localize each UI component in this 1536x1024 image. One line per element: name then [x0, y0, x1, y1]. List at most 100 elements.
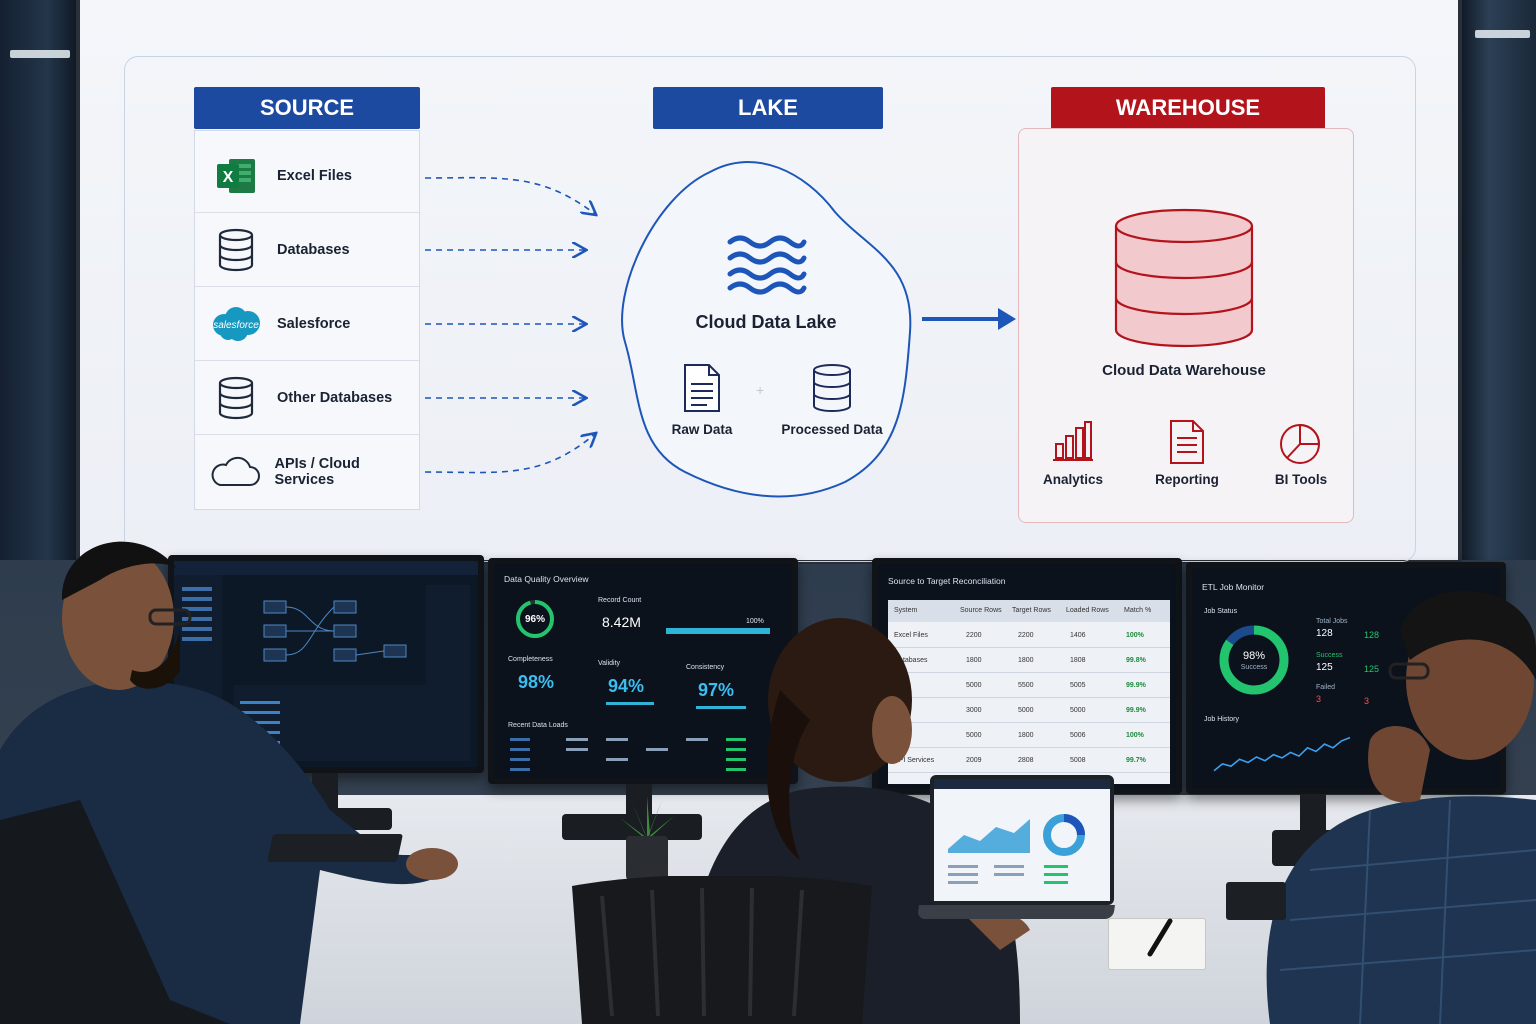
failed-b: 3 [1364, 696, 1370, 706]
recent-loads-table [510, 738, 746, 771]
warehouse-header: WAREHOUSE [1051, 87, 1325, 129]
validity-label: Validity [598, 660, 621, 667]
keyboard-right [1226, 882, 1286, 920]
etl-title: ETL Job Monitor [1202, 582, 1265, 592]
analytics-label: Analytics [1042, 472, 1104, 487]
source-to-lake-arrows [424, 176, 610, 474]
recon-cell: 1800 [1018, 732, 1034, 739]
analytics-icon [1053, 421, 1093, 461]
recon-cell: 99.9% [1126, 682, 1146, 689]
person-right [1266, 590, 1536, 1024]
recon-cell: 5008 [1070, 757, 1086, 764]
recon-cell: 5005 [1070, 682, 1086, 689]
recon-cell: 99.7% [1126, 757, 1146, 764]
consistency-label: Consistency [686, 664, 725, 671]
recon-col-header: System [894, 607, 918, 614]
svg-text:X: X [223, 169, 234, 186]
processed-data-icon [813, 364, 851, 412]
lake-header: LAKE [653, 87, 883, 129]
salesforce-logo-text: salesforce [213, 320, 259, 331]
laptop-base [917, 905, 1115, 919]
recon-cell: Databases [894, 657, 928, 664]
recon-col-header: Match % [1124, 607, 1152, 614]
source-label: APIs / Cloud Services [274, 456, 360, 488]
job-status-ring [1219, 625, 1289, 695]
consistency-bar [696, 706, 746, 709]
source-list: X Excel Files Databases [194, 130, 420, 510]
recon-title: Source to Target Reconciliation [888, 576, 1006, 586]
succ-b: 125 [1364, 664, 1380, 674]
total-jobs-label: Total Jobs [1316, 618, 1348, 625]
total-jobs-a: 128 [1316, 628, 1333, 639]
validity-bar [606, 702, 654, 705]
recon-cell: 3000 [966, 707, 982, 714]
data-lake-shape [621, 161, 912, 498]
source-item-databases: Databases [195, 213, 419, 287]
job-history-line [1213, 736, 1351, 772]
record-count: 8.42M [602, 614, 641, 630]
recon-cell: 2009 [966, 757, 982, 764]
recon-col-header: Loaded Rows [1066, 607, 1109, 614]
completeness-value: 98% [518, 672, 555, 692]
recent-loads-label: Recent Data Loads [508, 722, 568, 729]
recon-row: 3000 5000 5000 99.9% [888, 699, 1170, 723]
plus-sign: + [756, 382, 765, 398]
recon-cell: 5000 [966, 682, 982, 689]
source-label: Other Databases [277, 389, 393, 406]
monitor-pipeline [168, 555, 484, 773]
recon-cell: 5000 [1018, 707, 1034, 714]
bi-tools-label: BI Tools [1274, 472, 1328, 487]
recon-cell: 2200 [1018, 632, 1034, 639]
reporting-label: Reporting [1155, 472, 1219, 487]
water-icon [727, 235, 807, 295]
recon-col-header: Source Rows [960, 607, 1002, 614]
job-status-label: Job Status [1204, 608, 1238, 615]
recon-cell: 1808 [1070, 657, 1086, 664]
record-progress [666, 628, 770, 634]
source-item-apis: APIs / Cloud Services [195, 435, 419, 509]
quality-score-ring [516, 600, 554, 638]
succ-a: 125 [1316, 662, 1333, 673]
source-item-excel: X Excel Files [195, 139, 419, 213]
office-background-right [1458, 0, 1536, 560]
monitor-stand [1300, 794, 1326, 834]
recon-cell: 1800 [966, 657, 982, 664]
monitor-data-quality: Data Quality Overview 96% Record Count 8… [488, 558, 798, 784]
laptop-dashboard [934, 779, 1110, 901]
lake-to-warehouse-arrow [922, 308, 1016, 330]
recon-cell: 1406 [1070, 632, 1086, 639]
validity-value: 94% [608, 676, 645, 696]
chair-middle [572, 876, 872, 1024]
ceiling-light [10, 50, 70, 58]
pen [1147, 918, 1173, 957]
record-count-label: Record Count [598, 597, 642, 604]
job-history-label: Job History [1204, 716, 1240, 723]
consistency-value: 97% [698, 680, 735, 700]
quality-score: 96% [524, 614, 545, 625]
reporting-icon [1170, 420, 1204, 464]
recon-cell: 99.9% [1126, 707, 1146, 714]
chair-left [0, 800, 230, 1024]
source-item-salesforce: salesforce Salesforce [195, 287, 419, 361]
warehouse-title: Cloud Data Warehouse [1102, 362, 1266, 379]
failed-a: 3 [1316, 694, 1322, 704]
recon-cell: Excel Files [894, 632, 928, 639]
ceiling-light [1475, 30, 1530, 38]
source-item-other-databases: Other Databases [195, 361, 419, 435]
recon-cell: 1800 [1018, 657, 1034, 664]
database-icon [195, 375, 277, 421]
completeness-label: Completeness [508, 656, 553, 663]
record-pct: 100% [746, 618, 764, 625]
recon-cell: 5000 [1070, 707, 1086, 714]
monitor-reconciliation: Source to Target Reconciliation System S… [872, 558, 1182, 794]
recon-cell: 2808 [1018, 757, 1034, 764]
recon-cell: 100% [1126, 732, 1144, 739]
recon-cell: 5006 [1070, 732, 1086, 739]
excel-icon: X [195, 156, 277, 196]
laptop [930, 775, 1114, 905]
